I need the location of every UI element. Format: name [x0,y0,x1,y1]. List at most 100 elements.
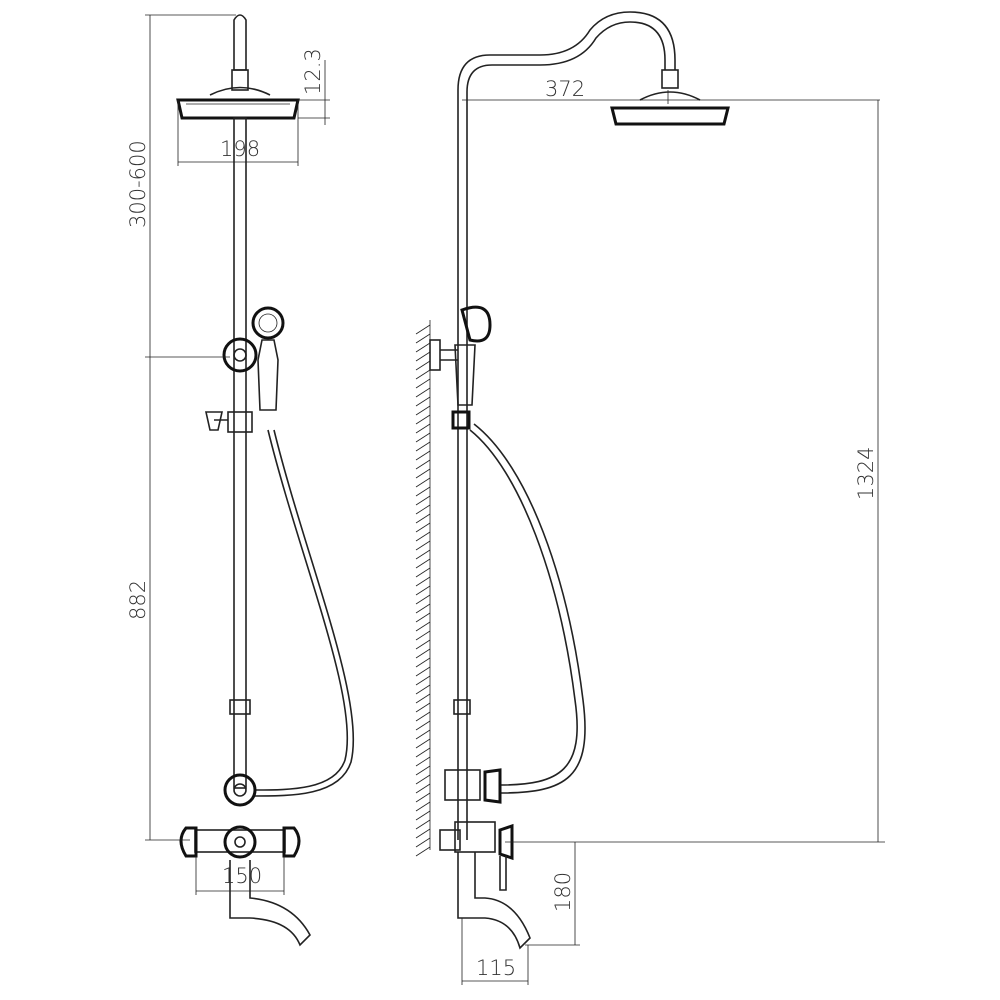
hatch-line [415,360,431,371]
hatch-line [415,837,431,848]
dim-line-150 [195,856,285,895]
dim-handle-spacing: 150 [222,864,262,888]
mixer-body [194,829,286,853]
hatch-line [415,756,431,767]
hatch-line [415,414,431,425]
hatch-line [415,540,431,551]
connector-nut [231,69,249,91]
hatch-line [415,432,431,443]
hatch-line [415,711,431,722]
dim-total-height: 1324 [854,447,878,500]
mixer-knob [223,825,257,859]
hatch-line [415,567,431,578]
side-lever [499,856,507,891]
hatch-line [415,666,431,677]
side-spout [457,852,531,950]
hatch-line [415,378,431,389]
arch-pipe [457,11,676,840]
rod-joint [229,699,251,715]
hatch-line [415,324,431,335]
hatch-line [415,594,431,605]
hatch-line [415,720,431,731]
side-hose [469,429,578,786]
hatch-line [415,819,431,830]
hatch-line [415,774,431,785]
right-handle [282,826,301,858]
hatch-line [415,468,431,479]
dim-line-115 [461,918,529,985]
top-pipe [233,14,247,71]
dim-line-1324 [462,90,885,843]
hatch-line [415,441,431,452]
hatch-line [415,747,431,758]
shower-head [176,98,300,120]
hatch-line [415,585,431,596]
wall-bracket [222,337,258,373]
hatch-line [415,522,431,533]
hatch-line [415,513,431,524]
dim-line-180 [525,842,580,946]
hatch-line [415,342,431,353]
main-rod [233,117,247,789]
hatch-line [415,405,431,416]
hatch-line [415,846,431,857]
hatch-line [415,495,431,506]
dim-spout-reach: 115 [476,956,516,980]
hatch-line [415,765,431,776]
hatch-line [415,603,431,614]
side-view: 372 1324 180 115 [415,11,885,985]
front-view: 12.3 198 300-600 882 150 [126,14,355,947]
side-diverter [444,769,481,801]
side-wall-flange [439,829,461,851]
hatch-line [415,387,431,398]
hatch-line [415,657,431,668]
dim-lower-height: 882 [126,580,150,620]
side-wall-bracket [429,339,441,371]
hatch-line [415,504,431,515]
hatch-line [415,729,431,740]
dim-head-diameter: 198 [220,137,260,161]
hatch-line [415,486,431,497]
dim-line-12-3 [298,60,330,125]
diverter [223,773,257,807]
side-rod-joint [453,699,471,715]
hatch-line [415,396,431,407]
hatch-line [415,693,431,704]
side-slider [451,410,471,430]
wall-hatch [415,324,431,857]
head-dome [209,86,271,96]
side-connector [661,69,679,89]
side-shower-head [610,106,730,126]
hatch-line [415,576,431,587]
hatch-line [415,459,431,470]
hatch-line [415,684,431,695]
hatch-line [415,351,431,362]
dim-spout-height: 180 [551,872,575,912]
left-handle [179,826,198,858]
hatch-line [415,531,431,542]
dim-line-vertical-left [145,14,236,841]
slider-knob [205,411,228,431]
dim-rod-adjust: 300-600 [126,140,150,228]
side-mixer-body [454,821,496,853]
hatch-line [415,648,431,659]
hatch-line [415,558,431,569]
hatch-line [415,549,431,560]
hatch-line [415,828,431,839]
slider [227,411,253,433]
hatch-line [415,612,431,623]
hatch-line [415,801,431,812]
hatch-line [415,423,431,434]
hatch-line [415,369,431,380]
hatch-line [415,675,431,686]
dim-line-198 [177,100,299,166]
dim-head-height: 12.3 [301,48,325,95]
spout [229,860,311,947]
hatch-line [415,630,431,641]
hatch-line [415,810,431,821]
dim-arm-reach: 372 [545,77,585,101]
hand-shower-head [251,306,285,340]
hose [254,429,349,791]
hatch-line [415,783,431,794]
